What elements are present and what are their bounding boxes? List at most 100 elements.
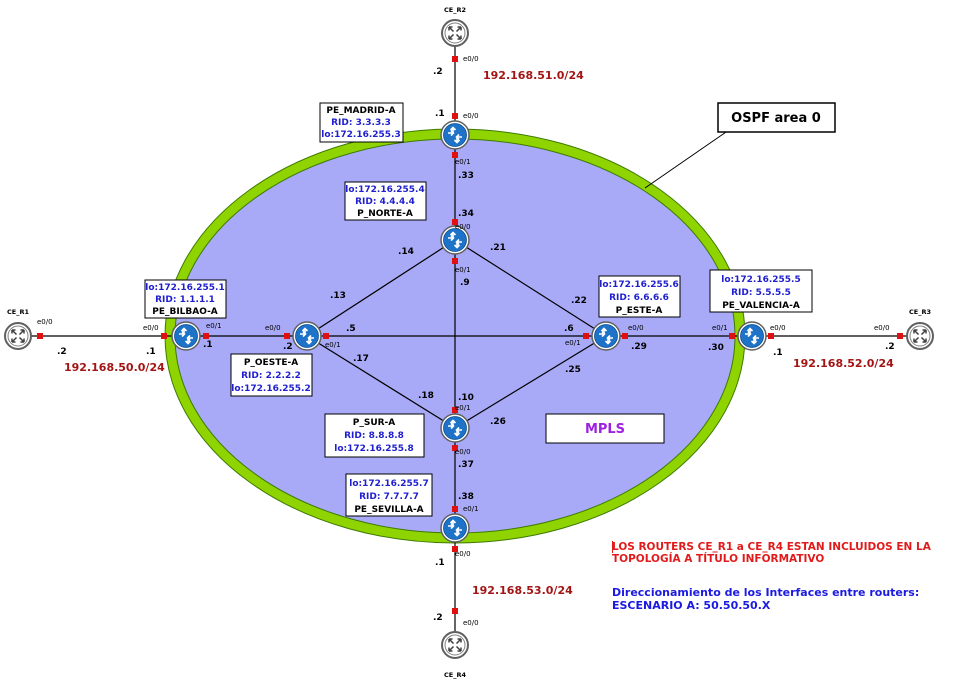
if-ce-r1: e0/0 bbox=[37, 318, 53, 326]
hid-bilbao-50: .1 bbox=[146, 347, 156, 357]
p-norte-lo: lo:172.16.255.4 bbox=[345, 185, 424, 195]
ce-r1-label: CE_R1 bbox=[7, 308, 29, 316]
info-box-p-norte: lo:172.16.255.4 RID: 4.4.4.4 P_NORTE-A bbox=[344, 181, 427, 221]
mpls-box: MPLS bbox=[545, 413, 665, 444]
router-ce-r4-icon[interactable] bbox=[441, 631, 469, 659]
network-53-label: 192.168.53.0/24 bbox=[472, 584, 573, 597]
router-pe-sevilla-icon[interactable] bbox=[440, 513, 470, 543]
hid-sur-18: .18 bbox=[418, 391, 434, 401]
hid-sevilla-38: .38 bbox=[458, 492, 474, 502]
addressing-note-line1: Direccionamiento de los Interfaces entre… bbox=[612, 586, 920, 599]
p-sur-lo: lo:172.16.255.8 bbox=[334, 444, 413, 454]
router-pe-madrid-icon[interactable] bbox=[440, 120, 470, 150]
if-sevilla-e01: e0/1 bbox=[463, 505, 479, 513]
pe-bilbao-rid: RID: 1.1.1.1 bbox=[155, 295, 215, 305]
port-markers bbox=[37, 56, 903, 614]
if-bilbao-e00: e0/0 bbox=[143, 324, 159, 332]
hid-sur-37: .37 bbox=[458, 460, 474, 470]
hid-madrid-51: .1 bbox=[435, 109, 445, 119]
host-id-labels: .2 .1 .33 .34 .14 .21 .9 .13 .22 .2 .1 .… bbox=[57, 67, 895, 623]
p-este-lo: lo:172.16.255.6 bbox=[599, 280, 678, 290]
hid-norte-34: .34 bbox=[458, 209, 474, 219]
hid-valencia-30: .30 bbox=[708, 343, 724, 353]
if-sur-e00: e0/0 bbox=[455, 448, 471, 456]
hid-ce-r1: .2 bbox=[57, 347, 67, 357]
router-pe-valencia-icon[interactable] bbox=[737, 321, 767, 351]
hid-bilbao-1: .1 bbox=[203, 340, 213, 350]
router-p-este-icon[interactable] bbox=[591, 321, 621, 351]
if-valencia-e00: e0/0 bbox=[770, 324, 786, 332]
if-este-e01: e0/1 bbox=[565, 339, 581, 347]
pe-bilbao-lo: lo:172.16.255.1 bbox=[145, 283, 224, 293]
if-sur-e01: e0/1 bbox=[455, 404, 471, 412]
hid-oeste-5: .5 bbox=[346, 324, 356, 334]
info-box-pe-bilbao: lo:172.16.255.1 RID: 1.1.1.1 PE_BILBAO-A bbox=[144, 279, 227, 319]
p-sur-name: P_SUR-A bbox=[353, 418, 396, 428]
pe-madrid-rid: RID: 3.3.3.3 bbox=[331, 118, 391, 128]
if-valencia-e01: e0/1 bbox=[712, 324, 728, 332]
info-box-pe-valencia: lo:172.16.255.5 RID: 5.5.5.5 PE_VALENCIA… bbox=[709, 269, 813, 313]
router-ce-r1-icon[interactable] bbox=[4, 322, 32, 350]
if-ce-r2: e0/0 bbox=[463, 55, 479, 63]
network-52-label: 192.168.52.0/24 bbox=[793, 357, 894, 370]
hid-este-29: .29 bbox=[631, 342, 647, 352]
hid-ce-r2: .2 bbox=[433, 67, 443, 77]
if-ce-r4: e0/0 bbox=[463, 619, 479, 627]
router-p-oeste-icon[interactable] bbox=[292, 321, 322, 351]
ce-routers-note: LOS ROUTERS CE_R1 a CE_R4 ESTAN INCLUIDO… bbox=[612, 541, 931, 565]
hid-este-6: .6 bbox=[564, 324, 574, 334]
pe-sevilla-rid: RID: 7.7.7.7 bbox=[359, 492, 419, 502]
p-este-rid: RID: 6.6.6.6 bbox=[609, 293, 669, 303]
link-oeste-sur bbox=[306, 335, 456, 429]
hid-norte-14: .14 bbox=[398, 247, 414, 257]
pe-madrid-lo: lo:172.16.255.3 bbox=[321, 130, 400, 140]
if-oeste-e00: e0/0 bbox=[265, 324, 281, 332]
if-bilbao-e01: e0/1 bbox=[206, 322, 222, 330]
ospf-callout-line bbox=[644, 129, 730, 189]
info-box-p-oeste: P_OESTE-A RID: 2.2.2.2 lo:172.16.255.2 bbox=[230, 353, 313, 397]
mpls-label: MPLS bbox=[585, 422, 625, 437]
ce-r4-label: CE_R4 bbox=[444, 671, 466, 679]
hid-este-25: .25 bbox=[565, 365, 581, 375]
text-cursor bbox=[612, 541, 613, 553]
link-norte-este bbox=[454, 239, 607, 337]
hid-ce-r4: .2 bbox=[433, 613, 443, 623]
network-50-label: 192.168.50.0/24 bbox=[64, 361, 165, 374]
if-madrid-down: e0/0 bbox=[463, 112, 479, 120]
p-sur-rid: RID: 8.8.8.8 bbox=[344, 431, 404, 441]
info-box-p-este: lo:172.16.255.6 RID: 6.6.6.6 P_ESTE-A bbox=[598, 275, 681, 318]
link-este-sur bbox=[454, 335, 607, 429]
addressing-note-line2: ESCENARIO A: 50.50.50.X bbox=[612, 599, 771, 612]
p-oeste-lo: lo:172.16.255.2 bbox=[231, 384, 310, 394]
p-norte-name: P_NORTE-A bbox=[357, 209, 413, 219]
router-ce-r3-icon[interactable] bbox=[906, 322, 934, 350]
pe-valencia-rid: RID: 5.5.5.5 bbox=[731, 288, 791, 298]
hid-sur-26: .26 bbox=[490, 417, 506, 427]
p-oeste-rid: RID: 2.2.2.2 bbox=[241, 371, 301, 381]
p-norte-rid: RID: 4.4.4.4 bbox=[355, 197, 415, 207]
if-ce-r3: e0/0 bbox=[874, 324, 890, 332]
router-p-sur-icon[interactable] bbox=[440, 413, 470, 443]
ospf-area-title: OSPF area 0 bbox=[731, 111, 821, 126]
info-box-p-sur: P_SUR-A RID: 8.8.8.8 lo:172.16.255.8 bbox=[324, 413, 425, 458]
info-box-pe-sevilla: lo:172.16.255.7 RID: 7.7.7.7 PE_SEVILLA-… bbox=[345, 473, 433, 517]
hid-madrid-33: .33 bbox=[458, 171, 474, 181]
info-box-pe-madrid: PE_MADRID-A RID: 3.3.3.3 lo:172.16.255.3 bbox=[319, 102, 404, 143]
ce-r2-label: CE_R2 bbox=[444, 6, 466, 14]
hid-sur-10: .10 bbox=[458, 393, 474, 403]
pe-sevilla-lo: lo:172.16.255.7 bbox=[349, 479, 428, 489]
hid-oeste-17: .17 bbox=[353, 354, 369, 364]
hid-sevilla-53: .1 bbox=[435, 558, 445, 568]
network-51-label: 192.168.51.0/24 bbox=[483, 69, 584, 82]
hid-norte-21: .21 bbox=[490, 243, 506, 253]
addressing-note: Direccionamiento de los Interfaces entre… bbox=[612, 586, 919, 612]
if-oeste-e01: e0/1 bbox=[325, 341, 341, 349]
if-norte-e01: e0/1 bbox=[455, 266, 471, 274]
router-pe-bilbao-icon[interactable] bbox=[171, 321, 201, 351]
router-ce-r2-icon[interactable] bbox=[441, 19, 469, 47]
if-madrid-e01: e0/1 bbox=[455, 158, 471, 166]
hid-valencia-52: .1 bbox=[773, 348, 783, 358]
ce-r3-label: CE_R3 bbox=[909, 308, 931, 316]
link-oeste-norte bbox=[306, 239, 456, 337]
